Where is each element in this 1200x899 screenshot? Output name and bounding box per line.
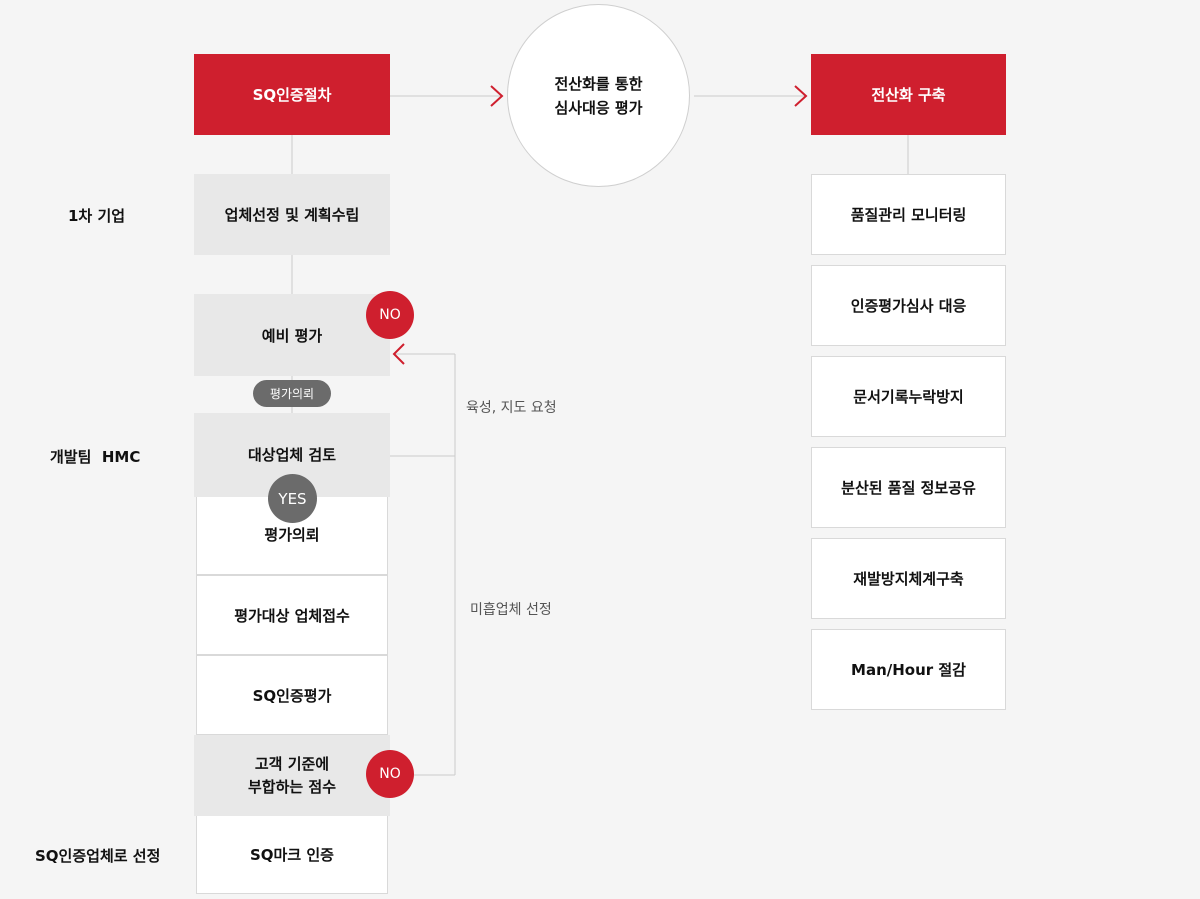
right-item-info-sharing: 분산된 품질 정보공유 — [811, 447, 1006, 528]
right-item-label: 인증평가심사 대응 — [850, 297, 967, 315]
step-vendor-selection: 업체선정 및 계획수립 — [194, 174, 390, 255]
no-badge-top-label: NO — [379, 307, 401, 323]
step-vendor-selection-label: 업체선정 및 계획수립 — [224, 206, 360, 224]
label-selection: SQ인증업체로 선정 — [35, 847, 161, 865]
label-dev-team: 개발팀 HMC — [50, 448, 141, 466]
step-sq-mark: SQ마크 인증 — [196, 816, 388, 894]
right-item-label: 품질관리 모니터링 — [850, 206, 967, 224]
eval-request-pill-label: 평가의뢰 — [269, 387, 315, 401]
right-item-label: 재발방지체계구축 — [853, 570, 964, 588]
sq-procedure-box: SQ인증절차 — [194, 54, 390, 135]
right-item-label: 문서기록누락방지 — [853, 388, 964, 406]
right-item-quality-monitoring: 품질관리 모니터링 — [811, 174, 1006, 255]
step-score-check-line-1: 고객 기준에 — [254, 755, 330, 773]
circle-line-1: 전산화를 통한 — [554, 74, 643, 93]
no-badge-bottom: NO — [366, 750, 414, 798]
sq-procedure-label: SQ인증절차 — [252, 86, 332, 104]
yes-badge-label: YES — [278, 489, 307, 508]
right-item-audit-response: 인증평가심사 대응 — [811, 265, 1006, 346]
step-target-review-label: 대상업체 검토 — [247, 446, 337, 464]
step-eval-intake: 평가대상 업체접수 — [196, 575, 388, 655]
right-item-recurrence-prevention: 재발방지체계구축 — [811, 538, 1006, 619]
digitalization-label: 전산화 구축 — [871, 86, 946, 104]
no-badge-bottom-label: NO — [379, 766, 401, 782]
step-eval-intake-label: 평가대상 업체접수 — [234, 606, 350, 625]
circle-line-2: 심사대응 평가 — [554, 98, 643, 117]
no-badge-top: NO — [366, 291, 414, 339]
right-item-manhour-saving: Man/Hour 절감 — [811, 629, 1006, 710]
step-preliminary-eval-label: 예비 평가 — [261, 326, 323, 345]
note-feedback: 육성, 지도 요청 — [466, 400, 557, 416]
digital-evaluation-circle: 전산화를 통한 심사대응 평가 — [507, 4, 690, 187]
step-preliminary-eval: 예비 평가 — [194, 294, 390, 376]
step-sq-mark-label: SQ마크 인증 — [250, 846, 334, 864]
step-sq-eval: SQ인증평가 — [196, 655, 388, 735]
step-sq-eval-label: SQ인증평가 — [252, 686, 332, 705]
eval-request-pill: 평가의뢰 — [253, 380, 331, 407]
step-eval-request-label: 평가의뢰 — [264, 526, 320, 544]
label-first-tier: 1차 기업 — [68, 207, 126, 225]
yes-badge: YES — [268, 474, 317, 523]
digitalization-box: 전산화 구축 — [811, 54, 1006, 135]
right-item-label: Man/Hour 절감 — [851, 661, 966, 679]
note-reject: 미흡업체 선정 — [470, 602, 552, 618]
right-item-label: 분산된 품질 정보공유 — [841, 479, 976, 497]
right-item-record-omission: 문서기록누락방지 — [811, 356, 1006, 437]
step-score-check-line-2: 부합하는 점수 — [247, 777, 337, 796]
step-score-check: 고객 기준에 부합하는 점수 — [194, 735, 390, 816]
